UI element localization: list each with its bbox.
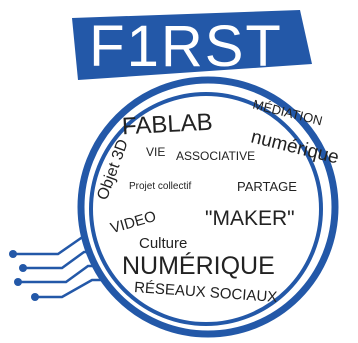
word-culture: Culture bbox=[139, 235, 188, 252]
circuit-nodes bbox=[9, 250, 39, 301]
logo-title: F1RST bbox=[89, 14, 283, 79]
word-partage: PARTAGE bbox=[237, 179, 297, 194]
inner-circle bbox=[89, 92, 323, 326]
word-fablab: FABLAB bbox=[121, 108, 214, 141]
word-numerique-big: NUMÉRIQUE bbox=[122, 252, 275, 280]
word-vie: VIE bbox=[146, 145, 166, 159]
word-maker: "MAKER" bbox=[205, 207, 295, 230]
banner bbox=[72, 10, 312, 80]
word-associative: ASSOCIATIVE bbox=[176, 149, 256, 163]
word-projet-collectif: Projet collectif bbox=[129, 181, 192, 192]
